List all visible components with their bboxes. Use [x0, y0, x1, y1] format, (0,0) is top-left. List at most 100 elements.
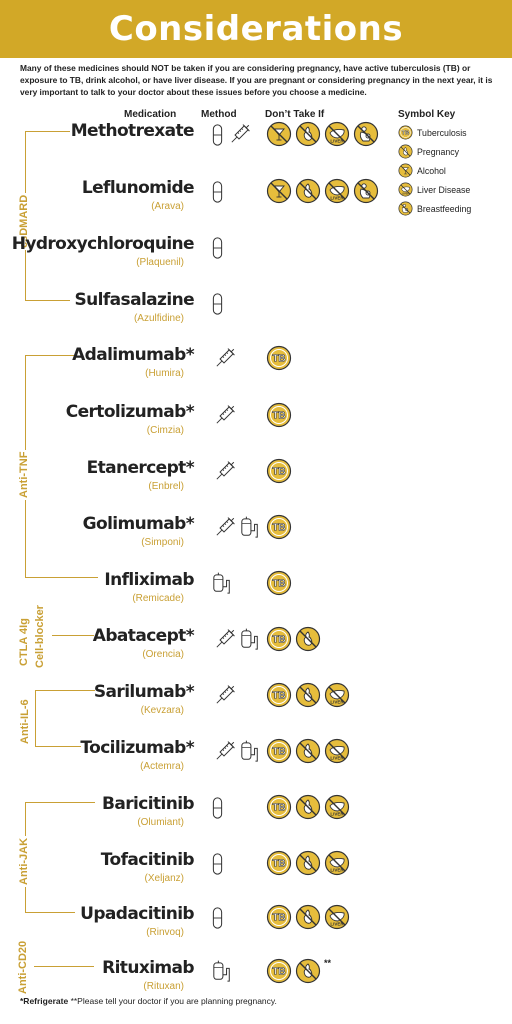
tb-icon: TB — [266, 850, 292, 876]
medication-name: Hydroxychloroquine — [11, 234, 195, 254]
breastfeeding-icon — [353, 121, 379, 147]
brand-name: (Azulfidine) — [133, 313, 184, 324]
page-title: Considerations — [108, 9, 404, 49]
title-banner: Considerations — [0, 0, 512, 58]
svg-text:TB: TB — [272, 967, 285, 978]
tb-icon: TB — [266, 570, 292, 596]
medication-row: Infliximab (Remicade) TB — [0, 570, 512, 610]
method-icons — [212, 123, 251, 152]
alcohol-icon — [266, 178, 292, 204]
tb-icon: TB — [266, 794, 292, 820]
brand-name: (Xeljanz) — [144, 873, 184, 884]
injection-icon — [227, 123, 251, 152]
medication-name: Abatacept* — [92, 626, 195, 646]
brand-name: (Rinvoq) — [146, 927, 184, 938]
medication-row: Leflunomide (Arava) LIVER — [0, 178, 512, 218]
tb-icon: TB — [266, 958, 292, 984]
refrigerate-note: *Refrigerate — [20, 996, 69, 1006]
intro-text: Many of these medicines should NOT be ta… — [20, 63, 493, 97]
medication-column-header: Medication — [124, 109, 177, 120]
method-icons — [212, 628, 260, 657]
medication-name: Leflunomide — [81, 178, 195, 198]
medication-name: Infliximab — [104, 570, 194, 590]
dont-take-icons: LIVER — [266, 178, 379, 204]
medication-name: Upadacitinib — [80, 904, 194, 924]
method-icons — [212, 180, 223, 209]
tb-icon: TB — [266, 904, 292, 930]
method-icons — [212, 236, 223, 265]
tb-icon: TB — [266, 738, 292, 764]
anti-il6-bracket-line — [35, 690, 36, 746]
pregnancy-icon — [295, 738, 321, 764]
method-icons — [212, 572, 232, 601]
method-icons — [212, 684, 236, 713]
svg-text:LIVER: LIVER — [330, 922, 344, 927]
anti-il6-bracket-top — [35, 690, 95, 691]
method-icons — [212, 404, 236, 433]
dont-take-icons: TB LIVER — [266, 904, 350, 930]
pregnancy-icon — [295, 626, 321, 652]
pill-icon — [212, 292, 223, 321]
infusion-icon — [212, 960, 232, 989]
tb-icon: TB — [398, 125, 413, 140]
svg-text:TB: TB — [272, 411, 285, 422]
csdmard-bracket-top — [25, 131, 70, 132]
tb-icon: TB — [266, 458, 292, 484]
anti-jak-bracket-top — [25, 802, 95, 803]
svg-text:TB: TB — [272, 803, 285, 814]
injection-icon — [212, 347, 236, 376]
tb-icon: TB — [266, 402, 292, 428]
method-icons — [212, 960, 232, 989]
svg-text:TB: TB — [272, 691, 285, 702]
symbol-key-item: Breastfeeding — [398, 199, 508, 218]
pregnancy-icon — [295, 178, 321, 204]
anti-jak-bracket-bottom — [25, 912, 75, 913]
brand-name: (Humira) — [145, 368, 184, 379]
pill-icon — [212, 123, 223, 152]
svg-text:LIVER: LIVER — [330, 196, 344, 201]
symbol-key-title: Symbol Key — [398, 109, 456, 120]
medication-row: Certolizumab*(Cimzia)TB — [0, 402, 512, 442]
medication-name: Rituximab — [102, 958, 195, 978]
svg-text:TB: TB — [272, 523, 285, 534]
tb-icon: TB — [266, 514, 292, 540]
svg-text:TB: TB — [272, 635, 285, 646]
liver-icon: LIVER — [324, 738, 350, 764]
pregnancy-icon — [295, 794, 321, 820]
svg-text:LIVER: LIVER — [402, 191, 410, 195]
infusion-icon — [240, 516, 260, 545]
brand-name: (Arava) — [151, 201, 184, 212]
pill-icon — [212, 796, 223, 825]
injection-icon — [212, 684, 236, 713]
pregnancy-icon — [295, 121, 321, 147]
medication-row: Abatacept*(Orencia)TB — [0, 626, 512, 666]
brand-name: (Remicade) — [132, 593, 184, 604]
method-icons — [212, 796, 223, 825]
dont-take-icons: TB — [266, 458, 292, 484]
brand-name: (Simponi) — [141, 537, 184, 548]
medication-name: Adalimumab* — [72, 345, 195, 365]
injection-icon — [212, 516, 236, 545]
dont-take-icons: TB — [266, 514, 292, 540]
infusion-icon — [212, 572, 232, 601]
brand-name: (Plaquenil) — [136, 257, 184, 268]
dont-take-icons: TB — [266, 626, 321, 652]
infusion-icon — [240, 628, 260, 657]
medication-row: Rituximab(Rituxan)TB** — [0, 958, 512, 998]
medication-name: Certolizumab* — [65, 402, 195, 422]
medication-row: Upadacitinib (Rinvoq) TB LIVER — [0, 904, 512, 944]
symbol-key-item: Alcohol — [398, 161, 508, 180]
method-icons — [212, 460, 236, 489]
svg-text:LIVER: LIVER — [330, 700, 344, 705]
breastfeeding-icon — [353, 178, 379, 204]
pregnancy-footnote: **Please tell your doctor if you are pla… — [70, 996, 277, 1006]
brand-name: (Enbrel) — [148, 481, 184, 492]
